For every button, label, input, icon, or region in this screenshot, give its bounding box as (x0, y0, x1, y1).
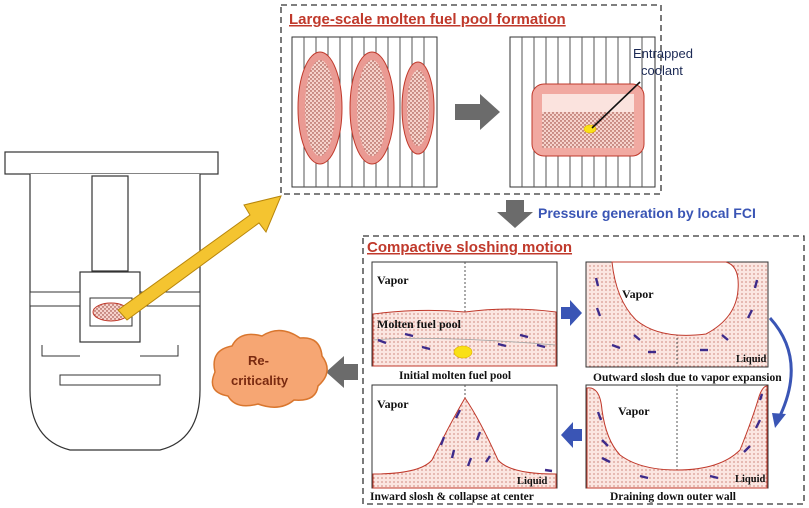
blue-arrow-right (561, 300, 582, 326)
frame1-vapor-label: Vapor (377, 273, 409, 287)
pressure-label: Pressure generation by local FCI (538, 205, 756, 221)
recriticality-arrow (326, 356, 358, 388)
zoom-arrow (117, 195, 282, 321)
frame3-vapor-label: Vapor (377, 397, 409, 411)
frame1-caption: Initial molten fuel pool (399, 370, 511, 382)
recriticality-line1: Re- (248, 353, 269, 368)
recriticality-cloud (211, 329, 328, 408)
blue-arrow-left (561, 422, 582, 448)
top-panel-title: Large-scale molten fuel pool formation (289, 11, 566, 28)
frame4-liquid-label: Liquid (735, 474, 766, 485)
bottom-panel: Compactive sloshing motion Vapor Molten … (362, 235, 805, 505)
frame3-caption: Inward slosh & collapse at center (370, 491, 534, 503)
recriticality-line2: criticality (231, 373, 289, 388)
formation-arrow (455, 94, 500, 130)
frame1-pool-label: Molten fuel pool (377, 317, 462, 331)
pressure-arrow (497, 200, 533, 228)
frame2-caption: Outward slosh due to vapor expansion (593, 372, 782, 384)
frame2-liquid-label: Liquid (736, 354, 767, 365)
frame4-vapor-label: Vapor (618, 404, 650, 418)
reactor-vessel (4, 151, 219, 451)
fuel-assembly-right (509, 36, 656, 188)
frame-outward-slosh: Vapor Liquid Outward slosh due to vapor … (585, 261, 782, 384)
top-panel: Large-scale molten fuel pool formation (280, 4, 693, 195)
blue-arrow-curve-head (772, 413, 786, 428)
frame-initial: Vapor Molten fuel pool Initial molten fu… (371, 261, 558, 382)
coolant-label-line1: Entrapped (633, 46, 693, 61)
frame2-vapor-label: Vapor (622, 287, 654, 301)
frame-draining: Vapor Liquid Draining down outer wall (585, 384, 769, 503)
bottom-panel-title: Compactive sloshing motion (367, 239, 572, 256)
fuel-assembly-left (291, 36, 438, 188)
blue-arrow-curve (768, 316, 793, 421)
frame-inward-collapse: Vapor Liquid Inward slosh & collapse at … (370, 384, 558, 503)
frame4-caption: Draining down outer wall (610, 491, 736, 503)
coolant-pointer (591, 81, 641, 129)
frame3-liquid-label: Liquid (517, 476, 548, 487)
coolant-label-line2: coolant (641, 63, 683, 78)
